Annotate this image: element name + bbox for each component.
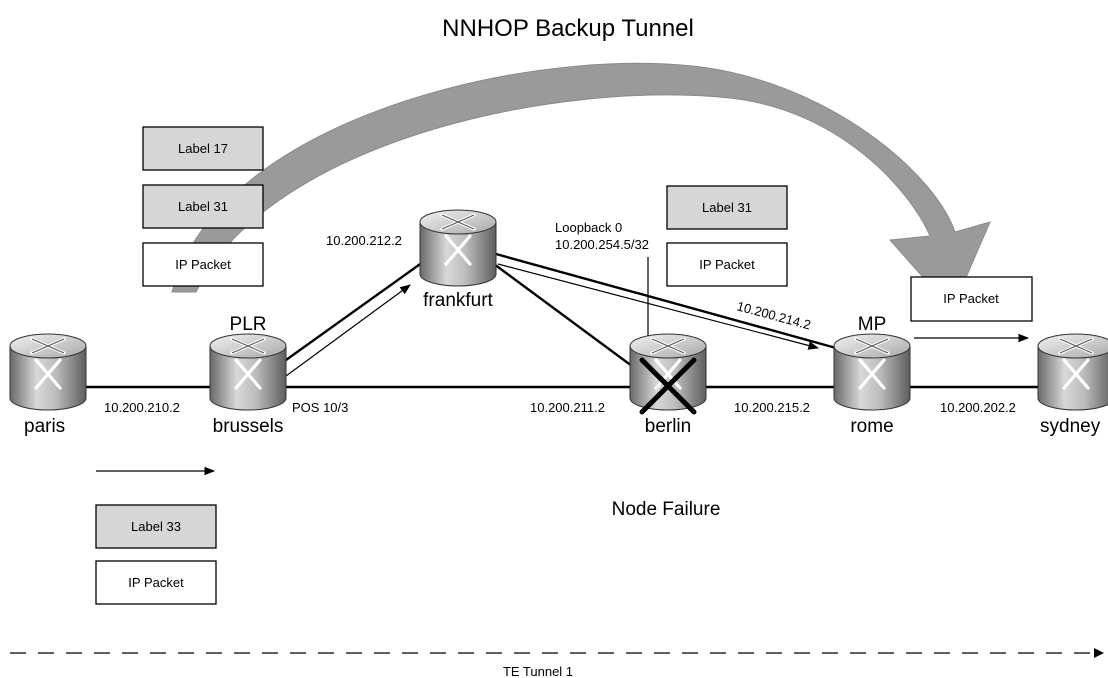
paris-ip-packet-box xyxy=(95,560,217,605)
berlin-loopback-name: Loopback 0 xyxy=(555,220,622,235)
addr-brussels-frankfurt: 10.200.212.2 xyxy=(326,233,402,248)
diagram-title: NNHOP Backup Tunnel xyxy=(442,15,694,42)
addr-berlin-rome: 10.200.215.2 xyxy=(734,400,810,415)
berlin-ip-packet: IP Packet xyxy=(699,257,755,272)
backup-label-17-box xyxy=(142,126,264,171)
addr-brussels-interface: POS 10/3 xyxy=(292,400,348,415)
link-frankfurt-rome xyxy=(495,252,837,350)
backup-label-31: Label 31 xyxy=(178,199,228,214)
failure-cross-icon xyxy=(639,357,697,415)
addr-brussels-berlin: 10.200.211.2 xyxy=(530,400,605,415)
te-tunnel-label: TE Tunnel 1 xyxy=(503,664,573,678)
router-frankfurt-icon xyxy=(418,208,498,288)
backup-label-31-box xyxy=(142,184,264,229)
berlin-ip-packet-box xyxy=(666,242,788,287)
paris-label-33: Label 33 xyxy=(131,519,181,534)
addr-rome-sydney: 10.200.202.2 xyxy=(940,400,1016,415)
router-label-rome: rome xyxy=(850,416,893,437)
berlin-label-31-box xyxy=(666,185,788,230)
rome-ip-packet: IP Packet xyxy=(943,291,999,306)
addr-paris-brussels: 10.200.210.2 xyxy=(104,400,180,415)
node-failure-label: Node Failure xyxy=(612,499,721,520)
router-label-frankfurt: frankfurt xyxy=(423,290,493,311)
backup-label-17: Label 17 xyxy=(178,141,228,156)
links xyxy=(86,252,1038,389)
role-mp: MP xyxy=(858,314,887,335)
router-label-sydney: sydney xyxy=(1040,416,1101,437)
path-arrow-frankfurt-rome xyxy=(497,263,820,350)
router-label-paris: paris xyxy=(24,416,65,437)
backup-ip-packet-box xyxy=(142,242,264,287)
berlin-loopback-ip: 10.200.254.5/32 xyxy=(555,237,649,252)
router-paris-icon xyxy=(8,332,88,412)
router-berlin-icon xyxy=(628,332,708,412)
backup-ip-packet: IP Packet xyxy=(175,257,231,272)
router-label-berlin: berlin xyxy=(645,416,691,437)
link-frankfurt-berlin xyxy=(493,263,641,373)
role-plr: PLR xyxy=(230,314,267,335)
te-tunnel-arrow-icon xyxy=(1094,648,1104,658)
paris-label-33-box xyxy=(95,504,217,549)
rome-ip-packet-box xyxy=(910,276,1033,322)
paris-ip-packet: IP Packet xyxy=(128,575,184,590)
router-rome-icon xyxy=(832,332,912,412)
router-brussels-icon xyxy=(208,332,288,412)
router-sydney-icon xyxy=(1036,332,1108,412)
backup-tunnel-arrow xyxy=(171,62,991,311)
berlin-label-31: Label 31 xyxy=(702,200,752,215)
router-label-brussels: brussels xyxy=(213,416,284,437)
link-brussels-frankfurt xyxy=(285,261,424,361)
addr-frankfurt-rome: 10.200.214.2 xyxy=(735,298,812,332)
path-arrow-brussels-frankfurt xyxy=(285,284,411,377)
